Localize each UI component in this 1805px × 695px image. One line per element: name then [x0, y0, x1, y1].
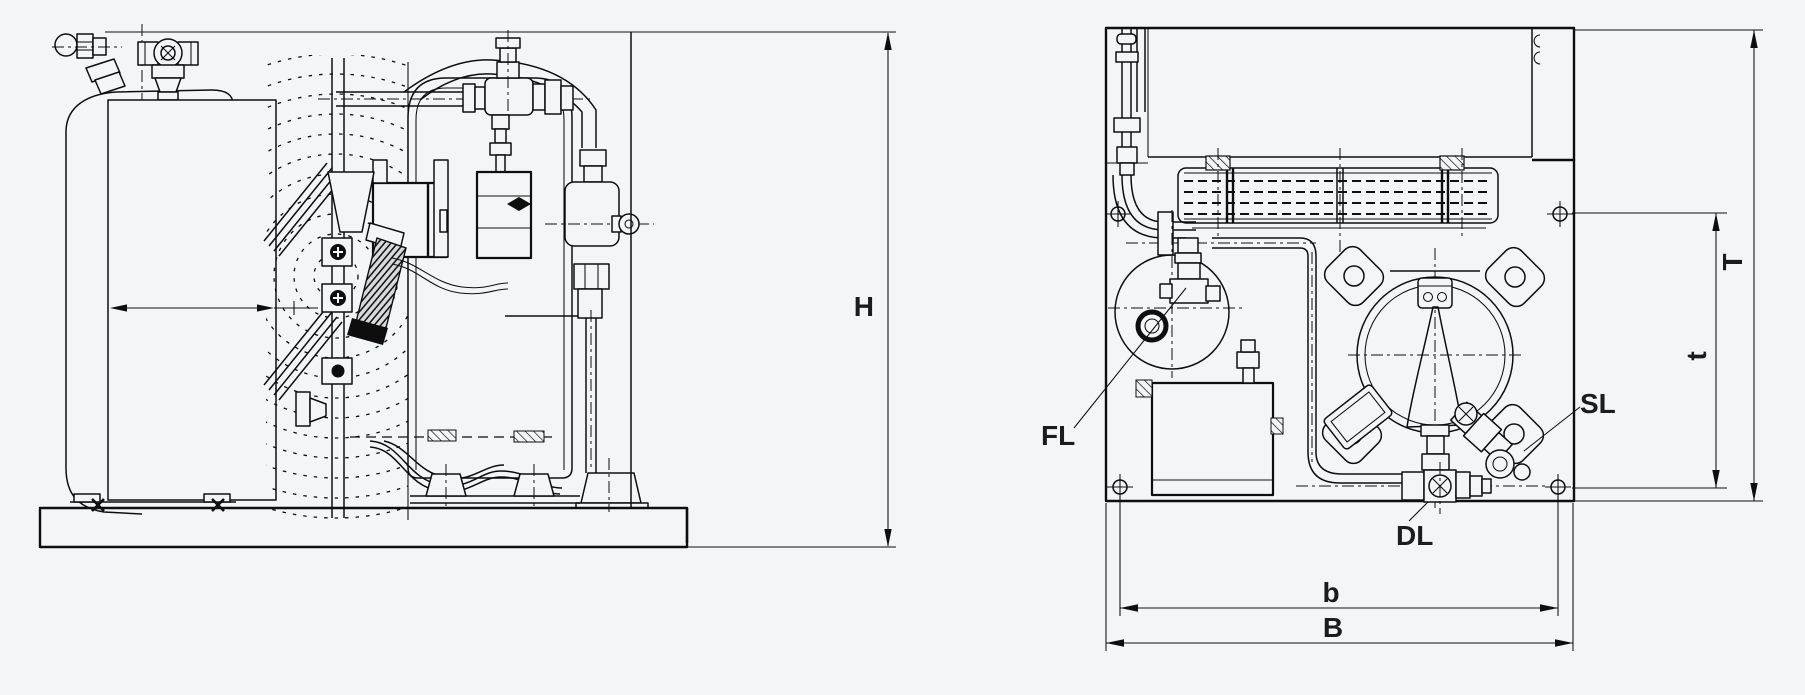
dimension-T: T — [1574, 29, 1763, 502]
tank-front-panel — [107, 99, 277, 501]
leader-DL — [1408, 501, 1429, 522]
pressure-switch-box — [475, 170, 578, 317]
dimension-label-t-lower: t — [1681, 351, 1712, 360]
dimension-H: H — [105, 31, 896, 548]
leader-SL — [1523, 406, 1581, 452]
box-bolt — [1270, 417, 1284, 435]
finned-coil — [1177, 148, 1499, 252]
dimension-b: b — [1119, 496, 1559, 616]
coil-bolt — [331, 364, 345, 378]
mounting-hole — [1545, 474, 1571, 500]
coil-seam-band-lower — [263, 306, 343, 401]
suction-line-fittings — [1449, 401, 1531, 481]
tank-rotalock-valve — [137, 38, 199, 101]
dimension-t: t — [1572, 212, 1727, 489]
dimension-B: B — [1105, 503, 1574, 651]
hook-clip — [1533, 34, 1541, 48]
mounting-plate — [1104, 26, 1576, 503]
inlet-pipes — [1112, 28, 1316, 256]
compressor-mounting-rail — [410, 464, 580, 506]
fan-hub-bolt — [330, 244, 346, 260]
mounting-hole — [1547, 201, 1573, 227]
vibration-absorber-hose — [347, 222, 407, 345]
sight-glass — [1135, 309, 1169, 343]
mounting-hole — [1107, 474, 1133, 500]
box-bolt — [1135, 379, 1153, 398]
suction-service-valve — [545, 149, 654, 473]
receiver-valve — [1159, 237, 1221, 304]
suction-pipe-foot — [575, 458, 649, 512]
relief-valve — [52, 33, 126, 95]
discharge-pipe — [1212, 237, 1402, 484]
fan-motor-cone — [327, 171, 375, 233]
electrical-box — [1135, 339, 1284, 497]
dimension-label-b-upper: B — [1323, 612, 1343, 643]
dimension-label-b-lower: b — [1322, 577, 1339, 608]
plan-view: FL SL DL T t — [1041, 26, 1763, 651]
dimension-label-h: H — [854, 291, 874, 322]
junction-housing — [1323, 384, 1393, 450]
leader-FL — [1073, 287, 1187, 429]
mounting-hole — [1105, 201, 1131, 227]
connection-label-sl: SL — [1580, 388, 1616, 419]
fan-hub-bolt — [330, 290, 346, 306]
condenser-housing-top — [1106, 28, 1574, 164]
coil-clamp — [1439, 155, 1465, 171]
connection-label-dl: DL — [1396, 520, 1433, 551]
hook-clip — [1533, 51, 1541, 65]
mounting-holes — [1105, 201, 1573, 500]
side-elevation-view: H — [38, 24, 896, 549]
compressor — [407, 77, 573, 479]
dimension-label-t-upper: T — [1717, 253, 1748, 270]
connection-label-fl: FL — [1041, 420, 1075, 451]
discharge-service-valve — [318, 30, 597, 173]
liquid-receiver-top — [1108, 210, 1246, 378]
panel-center-line — [110, 301, 318, 315]
compressor-terminal-box — [1417, 277, 1453, 309]
connection-labels: FL SL DL — [1041, 287, 1616, 551]
discharge-line-valve — [1296, 462, 1546, 514]
base-plate — [38, 506, 689, 549]
